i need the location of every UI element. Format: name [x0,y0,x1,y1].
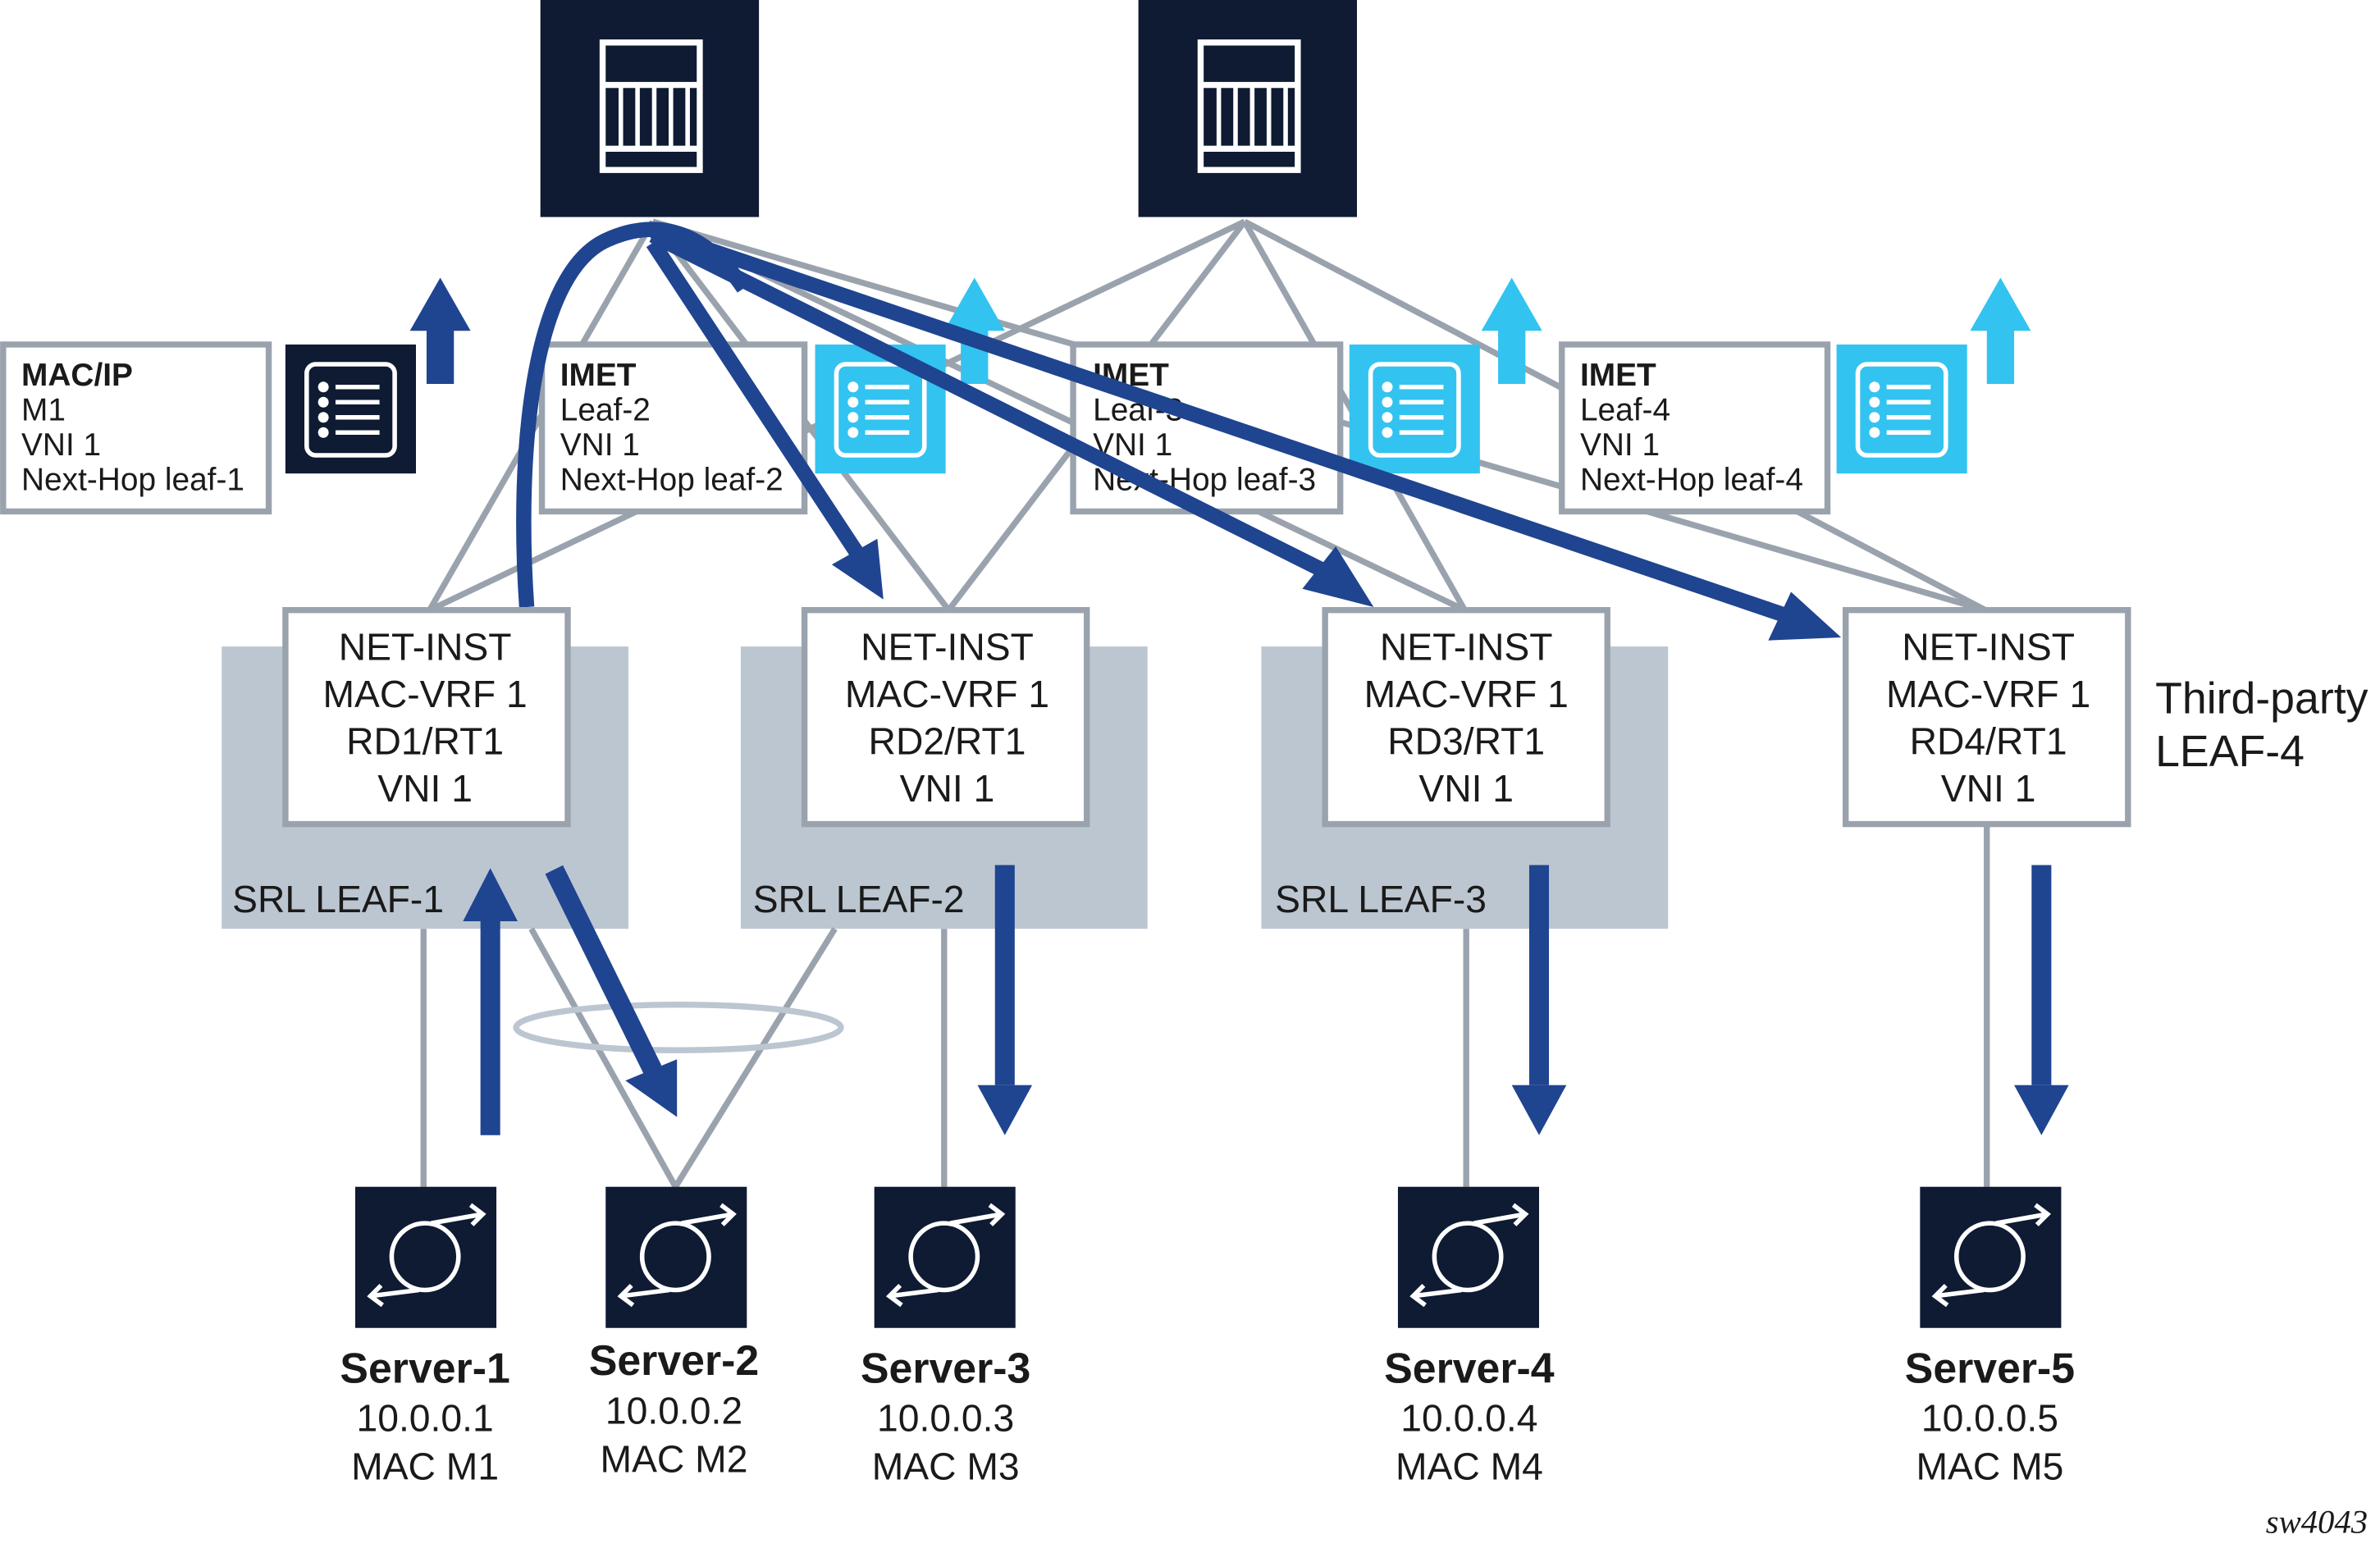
svg-text:RD4/RT1: RD4/RT1 [1910,719,2067,762]
svg-text:IMET: IMET [560,358,637,393]
svg-text:VNI 1: VNI 1 [560,427,640,463]
spine-2 [1138,0,1357,217]
svg-text:Server-4: Server-4 [1384,1344,1555,1391]
server-icon [1920,1187,2061,1328]
svg-text:Leaf-2: Leaf-2 [560,392,651,427]
figure-id: sw4043 [2266,1503,2368,1540]
svg-text:10.0.0.3: 10.0.0.3 [877,1397,1014,1440]
svg-text:Server-2: Server-2 [589,1336,759,1384]
svg-text:NET-INST: NET-INST [861,626,1034,669]
svg-text:MAC-VRF 1: MAC-VRF 1 [1364,673,1569,715]
svg-text:NET-INST: NET-INST [1902,626,2075,669]
server-icon [605,1187,747,1328]
leaf-3-label: SRL LEAF-3 [1275,878,1487,920]
server-icon [875,1187,1016,1328]
svg-text:MAC M3: MAC M3 [872,1445,1020,1488]
svg-text:MAC-VRF 1: MAC-VRF 1 [845,673,1049,715]
svg-text:RD2/RT1: RD2/RT1 [869,719,1026,762]
svg-text:VNI 1: VNI 1 [900,767,995,810]
svg-text:MAC M1: MAC M1 [351,1445,499,1488]
advertise-arrow-icon [409,277,2031,385]
svg-text:VNI 1: VNI 1 [21,427,101,463]
svg-text:Server-1: Server-1 [340,1344,509,1391]
route-box-imet-leaf-4: IMET Leaf-4 VNI 1 Next-Hop leaf-4 [1559,341,1831,515]
svg-text:MAC M2: MAC M2 [601,1437,748,1480]
svg-text:10.0.0.2: 10.0.0.2 [605,1389,742,1432]
server-icon [355,1187,496,1328]
svg-text:Next-Hop leaf-1: Next-Hop leaf-1 [21,463,244,498]
svg-text:NET-INST: NET-INST [1380,626,1553,669]
svg-text:RD3/RT1: RD3/RT1 [1387,719,1545,762]
svg-text:10.0.0.1: 10.0.0.1 [357,1397,494,1440]
leaf-2-label: SRL LEAF-2 [753,878,965,920]
spine-1 [540,0,760,217]
server-icon [1398,1187,1539,1328]
svg-text:10.0.0.5: 10.0.0.5 [1921,1397,2058,1440]
lag-ellipse [513,1002,844,1053]
svg-text:VNI 1: VNI 1 [1418,767,1514,810]
svg-text:IMET: IMET [1580,358,1656,393]
route-box-mac-ip: MAC/IP M1 VNI 1 Next-Hop leaf-1 [0,341,272,515]
flood-arrows [463,221,2069,1135]
route-table-icon [1349,344,1480,474]
third-party-label: LEAF-4 [2155,727,2305,776]
svg-text:NET-INST: NET-INST [339,626,512,669]
svg-text:Leaf-4: Leaf-4 [1580,392,1670,427]
svg-text:RD1/RT1: RD1/RT1 [346,719,504,762]
route-box-imet-leaf-3: IMET Leaf-3 VNI 1 Next-Hop leaf-3 [1070,341,1344,515]
svg-text:VNI 1: VNI 1 [377,767,473,810]
svg-text:VNI 1: VNI 1 [1941,767,2036,810]
route-box-imet-leaf-2: IMET Leaf-2 VNI 1 Next-Hop leaf-2 [538,341,808,515]
svg-text:MAC M5: MAC M5 [1916,1445,2064,1488]
svg-text:MAC-VRF 1: MAC-VRF 1 [1886,673,2090,715]
svg-text:Server-5: Server-5 [1905,1344,2075,1391]
svg-text:10.0.0.4: 10.0.0.4 [1400,1397,1537,1440]
svg-text:MAC/IP: MAC/IP [21,358,133,393]
svg-text:Next-Hop leaf-4: Next-Hop leaf-4 [1580,463,1803,498]
route-table-icon [1836,344,1967,474]
svg-text:M1: M1 [21,392,66,427]
leaf-1-label: SRL LEAF-1 [232,878,444,920]
svg-text:MAC-VRF 1: MAC-VRF 1 [322,673,527,715]
svg-text:Next-Hop leaf-2: Next-Hop leaf-2 [560,463,783,498]
svg-text:MAC M4: MAC M4 [1396,1445,1543,1488]
svg-text:Server-3: Server-3 [861,1344,1030,1391]
svg-text:VNI 1: VNI 1 [1580,427,1660,463]
third-party-label: Third-party [2155,674,2369,724]
route-table-icon [285,344,416,474]
